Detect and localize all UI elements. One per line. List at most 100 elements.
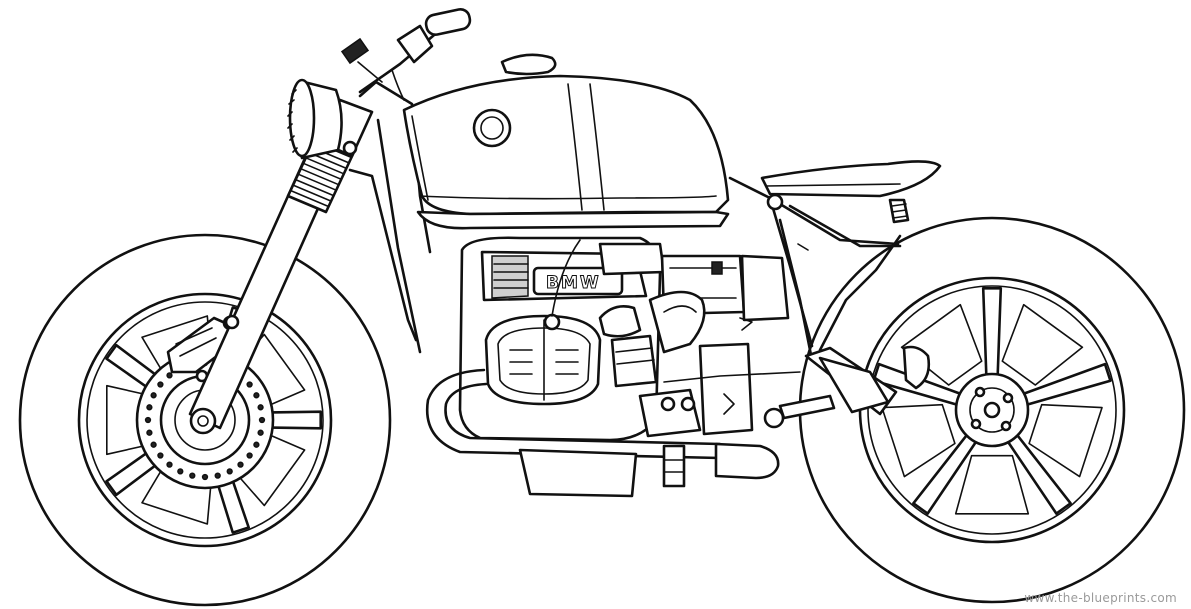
disc-hole [253, 392, 260, 399]
footpeg-bracket [778, 394, 836, 420]
caliper-detail [175, 327, 217, 357]
disc-hole [146, 404, 153, 411]
disc-hole [201, 473, 209, 481]
carburettor-detail [615, 347, 655, 365]
tank-badge-ring [472, 108, 512, 148]
engine-brand-badge: BMW [546, 273, 601, 293]
rear-brake-drum-arm [902, 345, 931, 390]
throttle-housing [396, 24, 434, 64]
gaiter-rib [302, 162, 343, 181]
tank-body [402, 74, 730, 216]
disc-hole [246, 381, 253, 388]
seat-bolt [766, 193, 784, 211]
gearbox [698, 342, 754, 436]
shifter-linkage [739, 317, 753, 331]
gaiter-rib [292, 184, 332, 202]
disc-hole [157, 452, 164, 459]
carburettor-bowl [598, 305, 642, 338]
headlight-lens [288, 78, 316, 158]
frame-tab [797, 243, 809, 251]
disc-hole [257, 404, 264, 411]
clutch-lever [357, 61, 383, 83]
tank-badge [480, 116, 504, 140]
side-panel [740, 254, 790, 322]
wheel-window [954, 454, 1030, 515]
disc-hole [166, 461, 173, 468]
frame-top-rail [728, 176, 900, 246]
exhaust-header-inner [444, 382, 722, 446]
linkage-bolt [680, 396, 696, 412]
footpeg [763, 407, 785, 429]
disc-hole [226, 468, 233, 475]
fork-bolt [224, 314, 240, 330]
rear-wheel [798, 216, 1186, 604]
gaiter-rib [304, 157, 345, 175]
seat [760, 160, 942, 224]
rear-hub-bolt [1000, 420, 1012, 432]
disc-hole [144, 416, 152, 424]
cylinder-fins [493, 263, 529, 289]
watermark-text: www.the-blueprints.com [1024, 591, 1177, 605]
rear-shock-strut [818, 234, 902, 352]
gearbox-cover [638, 388, 702, 438]
exhaust-header-outer [425, 368, 722, 460]
disc-hole [177, 468, 184, 475]
frame [348, 80, 902, 362]
frame-rear-down-inner [778, 218, 814, 362]
front-rim [86, 301, 324, 539]
battery-terminal [711, 261, 723, 275]
gaiter-rib [294, 178, 335, 197]
spark-plug-lead [551, 239, 581, 317]
headlight [287, 78, 343, 160]
cylinder-fins-shaded [491, 255, 529, 299]
mirror-clamp [340, 37, 370, 65]
sump-guard [518, 448, 638, 498]
gaiter-rib [299, 167, 340, 186]
tank-lower-line [419, 195, 717, 200]
final-drive-housing [818, 356, 890, 414]
seat-cushion [760, 160, 942, 198]
wheel-spoke [981, 287, 1003, 376]
handlebar [340, 8, 472, 101]
disc-hole [189, 472, 196, 479]
seat-seam [765, 183, 901, 187]
front-axle-nut [189, 407, 217, 435]
exhaust-clamp [662, 444, 686, 488]
steering-bolt [342, 140, 358, 156]
valve-cover-badge-plate [532, 266, 624, 296]
rear-spring-coils [891, 203, 908, 219]
exhaust-silencer [714, 442, 780, 480]
airbox-cover [598, 242, 666, 276]
rear-hub-bolt [974, 386, 986, 398]
disc-hole [214, 472, 221, 479]
gaiter-rib [297, 173, 338, 191]
disc-hole [150, 441, 157, 448]
exhaust [425, 368, 780, 498]
disc-hole [157, 381, 164, 388]
front-tire-outer [18, 233, 392, 607]
disc-hole [246, 452, 253, 459]
rear-hub-bolt [1002, 392, 1014, 404]
disc-hole [166, 372, 173, 379]
wheel-window [1001, 303, 1084, 386]
disc-hole [150, 392, 157, 399]
frame-downtube-inner [376, 118, 422, 354]
frame-downtube [348, 168, 418, 342]
tank-center-strip [567, 83, 605, 211]
disc-hole [257, 429, 264, 436]
front-tire-inner [77, 292, 333, 548]
front-axle [197, 415, 209, 427]
cylinder-head [484, 314, 602, 406]
linkage-bolt [660, 396, 676, 412]
gearbox-arrow [723, 393, 735, 415]
exhaust-clamp-lines [663, 459, 685, 473]
rear-axle [983, 401, 1001, 419]
wheel-window [1028, 403, 1103, 478]
fuel-tank [402, 53, 730, 230]
fork-gaiter-ribs [289, 140, 353, 208]
fuel-cap [500, 53, 557, 76]
disc-hole [146, 429, 153, 436]
rear-hub-inner [969, 387, 1015, 433]
disc-hole [237, 461, 244, 468]
